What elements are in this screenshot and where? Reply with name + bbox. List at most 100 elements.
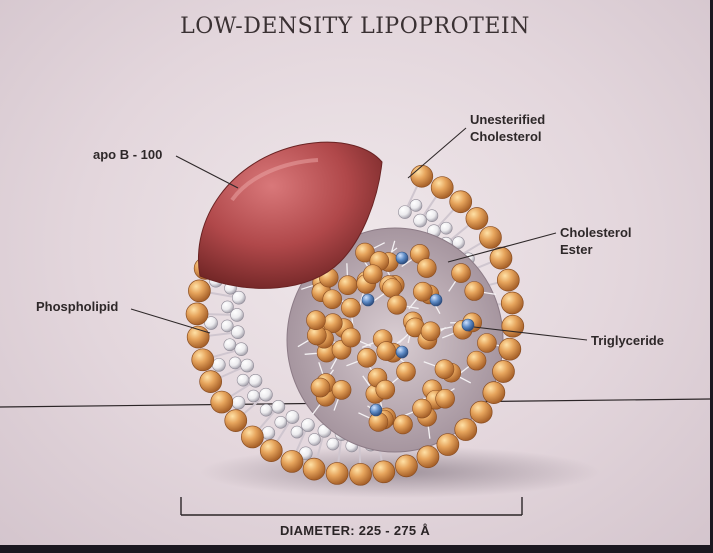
phospholipid-white-head — [232, 396, 245, 409]
inner-head — [398, 206, 411, 219]
phospholipid-head — [437, 434, 459, 456]
inner-head — [291, 426, 303, 438]
cholesterol-molecule — [362, 294, 374, 306]
phospholipid-head — [417, 446, 439, 468]
phospholipid-head — [281, 450, 303, 472]
core-lipid-head — [477, 334, 496, 353]
frame-edge-bottom — [0, 545, 713, 553]
inner-head — [272, 400, 285, 413]
core-lipid-head — [436, 389, 455, 408]
cholesterol-molecule — [462, 319, 474, 331]
label-apo-b-100: apo B - 100 — [93, 146, 162, 163]
label-cholesterol-ester: Cholesterol Ester — [560, 224, 632, 258]
inner-head — [221, 320, 233, 332]
inner-head — [249, 374, 262, 387]
core-lipid-head — [311, 378, 330, 397]
diagram-title: LOW-DENSITY LIPOPROTEIN — [0, 14, 710, 39]
label-phospholipid: Phospholipid — [36, 298, 118, 315]
inner-head — [231, 326, 244, 339]
phospholipid-head — [502, 315, 524, 337]
phospholipid-head — [350, 463, 372, 485]
core-lipid-head — [382, 279, 401, 298]
core-lipid-head — [376, 380, 395, 399]
phospholipid-head — [411, 165, 433, 187]
inner-head — [241, 359, 254, 372]
diameter-caption: DIAMETER: 225 - 275 Å — [0, 523, 710, 538]
phospholipid-head — [470, 401, 492, 423]
inner-head — [426, 210, 438, 222]
phospholipid-white-head — [212, 358, 225, 371]
cholesterol-molecule — [370, 404, 382, 416]
phospholipid-head — [326, 462, 348, 484]
phospholipid-head — [186, 303, 208, 325]
phospholipid-white-head — [262, 427, 275, 440]
label-unesterified-line1: Unesterified — [470, 111, 545, 128]
phospholipid-head — [188, 280, 210, 302]
core-lipid-head — [452, 264, 471, 283]
label-unesterified-line2: Cholesterol — [470, 128, 545, 145]
core-lipid-head — [387, 295, 406, 314]
core-lipid-head — [465, 282, 484, 301]
cholesterol-molecule — [396, 252, 408, 264]
inner-head — [410, 199, 422, 211]
phospholipid-head — [225, 410, 247, 432]
inner-head — [301, 419, 314, 432]
core-lipid-head — [341, 328, 360, 347]
phospholipid-head — [431, 177, 453, 199]
phospholipid-head — [241, 426, 263, 448]
core-lipid-head — [393, 415, 412, 434]
phospholipid-head — [455, 419, 477, 441]
core-lipid-head — [421, 322, 440, 341]
phospholipid-head — [303, 458, 325, 480]
phospholipid-head — [260, 440, 282, 462]
inner-head — [224, 339, 236, 351]
inner-head — [260, 404, 272, 416]
cholesterol-molecule — [396, 346, 408, 358]
core-lipid-head — [338, 276, 357, 295]
phospholipid-head — [492, 360, 514, 382]
label-triglyceride: Triglyceride — [591, 332, 664, 349]
core-lipid-head — [341, 298, 360, 317]
core-lipid-head — [306, 311, 325, 330]
inner-head — [221, 301, 233, 313]
inner-head — [237, 374, 249, 386]
phospholipid-head — [192, 349, 214, 371]
label-ester-line2: Ester — [560, 241, 632, 258]
cholesterol-molecule — [430, 294, 442, 306]
inner-head — [286, 411, 299, 424]
core-lipid-head — [417, 259, 436, 278]
diameter-bracket — [181, 497, 522, 515]
phospholipid-head — [200, 371, 222, 393]
phospholipid-head — [395, 455, 417, 477]
phospholipid-head — [497, 269, 519, 291]
core-lipid-head — [413, 399, 432, 418]
core-lipid-head — [435, 360, 454, 379]
core-lipid-head — [413, 282, 432, 301]
inner-head — [309, 433, 321, 445]
phospholipid-head — [466, 208, 488, 230]
label-ester-line1: Cholesterol — [560, 224, 632, 241]
core-lipid-head — [467, 351, 486, 370]
inner-head — [275, 416, 287, 428]
core-lipid-head — [323, 290, 342, 309]
core-lipid-head — [396, 362, 415, 381]
phospholipid-head — [373, 461, 395, 483]
phospholipid-head — [211, 391, 233, 413]
inner-head — [229, 357, 241, 369]
core-lipid-head — [357, 348, 376, 367]
leader-apo-b — [176, 156, 238, 188]
core-lipid-head — [377, 342, 396, 361]
inner-head — [327, 438, 339, 450]
inner-head — [259, 388, 272, 401]
inner-head — [414, 214, 427, 227]
phospholipid-head — [499, 338, 521, 360]
phospholipid-head — [479, 226, 501, 248]
phospholipid-head — [483, 382, 505, 404]
label-unesterified-cholesterol: Unesterified Cholesterol — [470, 111, 545, 145]
inner-head — [235, 343, 248, 356]
inner-head — [440, 222, 452, 234]
phospholipid-head — [490, 247, 512, 269]
